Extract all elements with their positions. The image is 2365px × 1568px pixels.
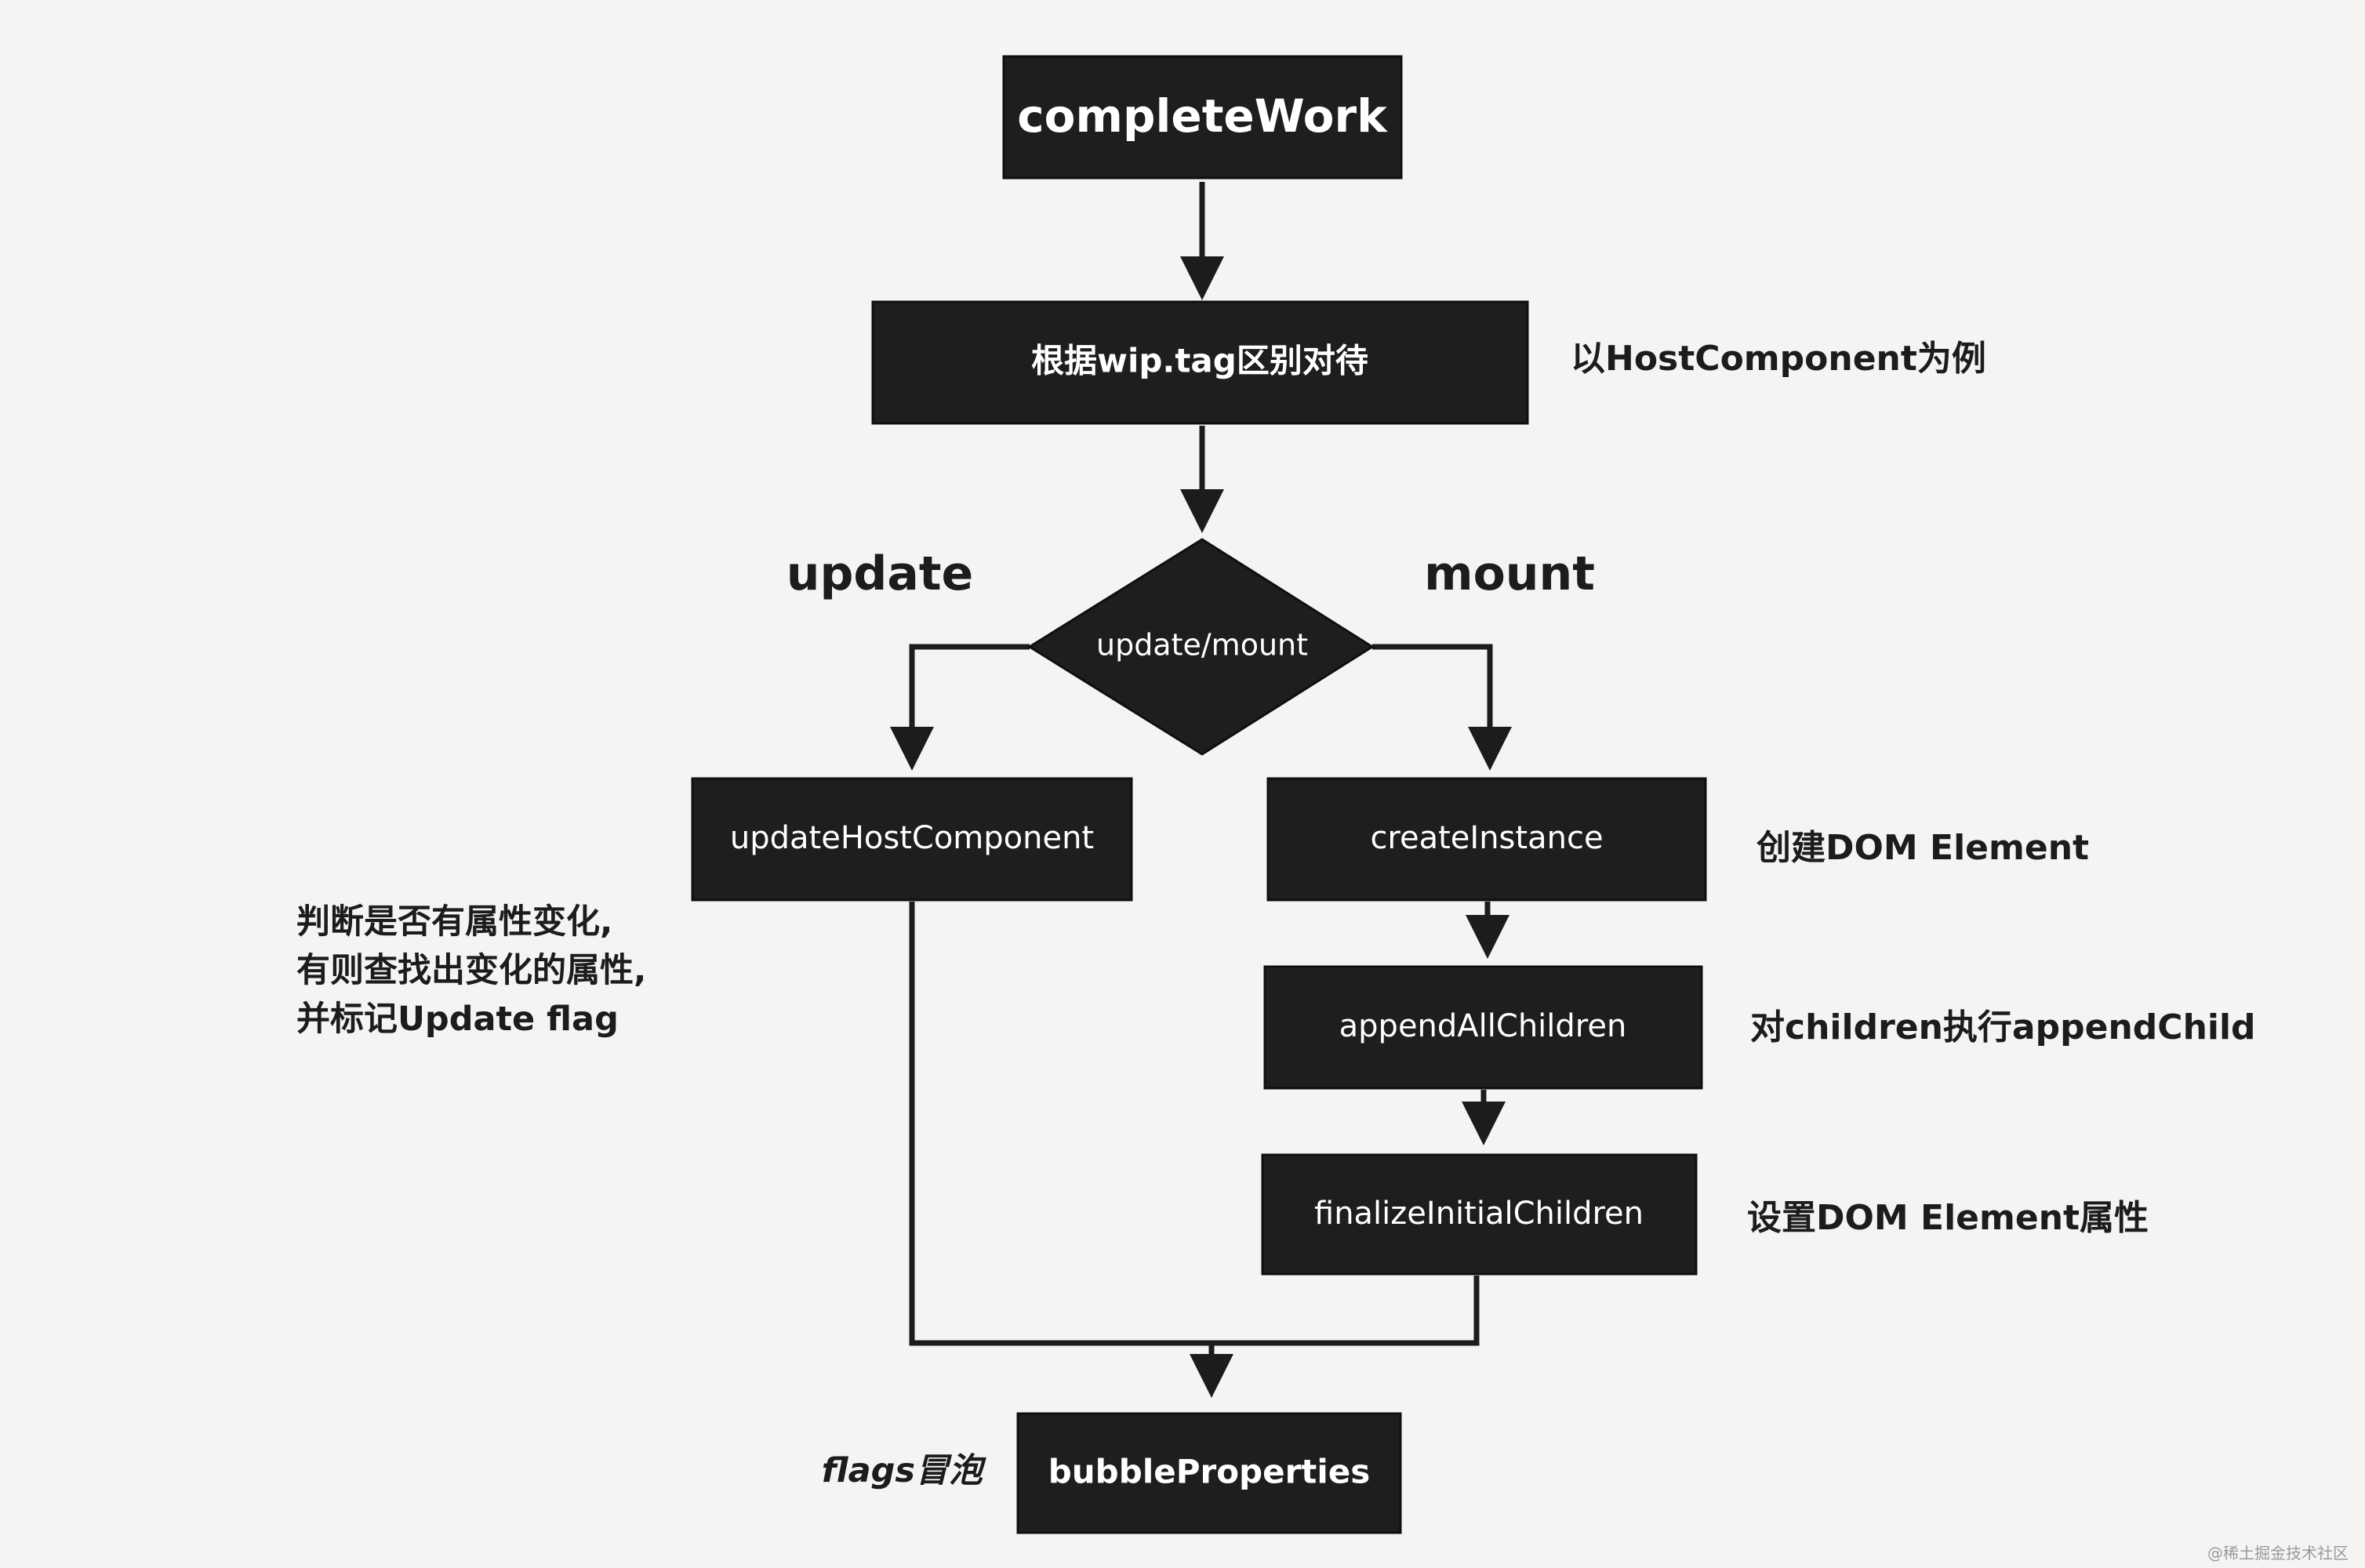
note-append-all-children: 对children执行appendChild (1750, 1007, 2256, 1047)
watermark: @稀土掘金技术社区 (2207, 1544, 2349, 1563)
node-append-all-children: appendAllChildren (1263, 965, 1703, 1090)
node-complete-work: completeWork (1002, 55, 1403, 180)
note-create-instance: 创建DOM Element (1756, 828, 2089, 868)
branch-label-update: update (787, 546, 973, 601)
node-finalize-initial-children: finalizeInitialChildren (1261, 1153, 1698, 1276)
node-create-instance-label: createInstance (1370, 820, 1603, 856)
node-finalize-initial-children-label: finalizeInitialChildren (1314, 1196, 1644, 1232)
node-decision: update/mount (1027, 538, 1375, 756)
node-tag-switch: 根据wip.tag区别对待 (871, 300, 1529, 425)
node-tag-switch-label: 根据wip.tag区别对待 (1031, 342, 1368, 380)
arrow-decision-to-update (890, 644, 1030, 771)
note-update-line-3: 并标记Update flag (296, 1000, 619, 1039)
note-finalize-initial-children: 设置DOM Element属性 (1747, 1198, 2149, 1238)
note-update-host-component: 判断是否有属性变化, 有则查找出变化的属性, 并标记Update flag (296, 902, 646, 1039)
note-bubble-properties: flags冒泡 (822, 1451, 986, 1490)
note-update-line-2: 有则查找出变化的属性, (296, 951, 646, 990)
node-create-instance: createInstance (1266, 777, 1707, 902)
note-update-line-1: 判断是否有属性变化, (296, 902, 612, 942)
node-bubble-properties: bubbleProperties (1016, 1412, 1402, 1534)
node-bubble-properties-label: bubbleProperties (1048, 1453, 1371, 1491)
node-update-host-component: updateHostComponent (691, 777, 1133, 902)
branch-label-mount: mount (1424, 546, 1595, 601)
merge-line (909, 902, 1480, 1346)
node-append-all-children-label: appendAllChildren (1339, 1008, 1627, 1044)
node-update-host-component-label: updateHostComponent (730, 820, 1094, 856)
node-complete-work-label: completeWork (1017, 89, 1388, 143)
node-decision-label: update/mount (1096, 628, 1308, 662)
arrow-decision-to-mount (1372, 644, 1512, 771)
note-tag-switch: 以HostComponent为例 (1571, 339, 1986, 379)
